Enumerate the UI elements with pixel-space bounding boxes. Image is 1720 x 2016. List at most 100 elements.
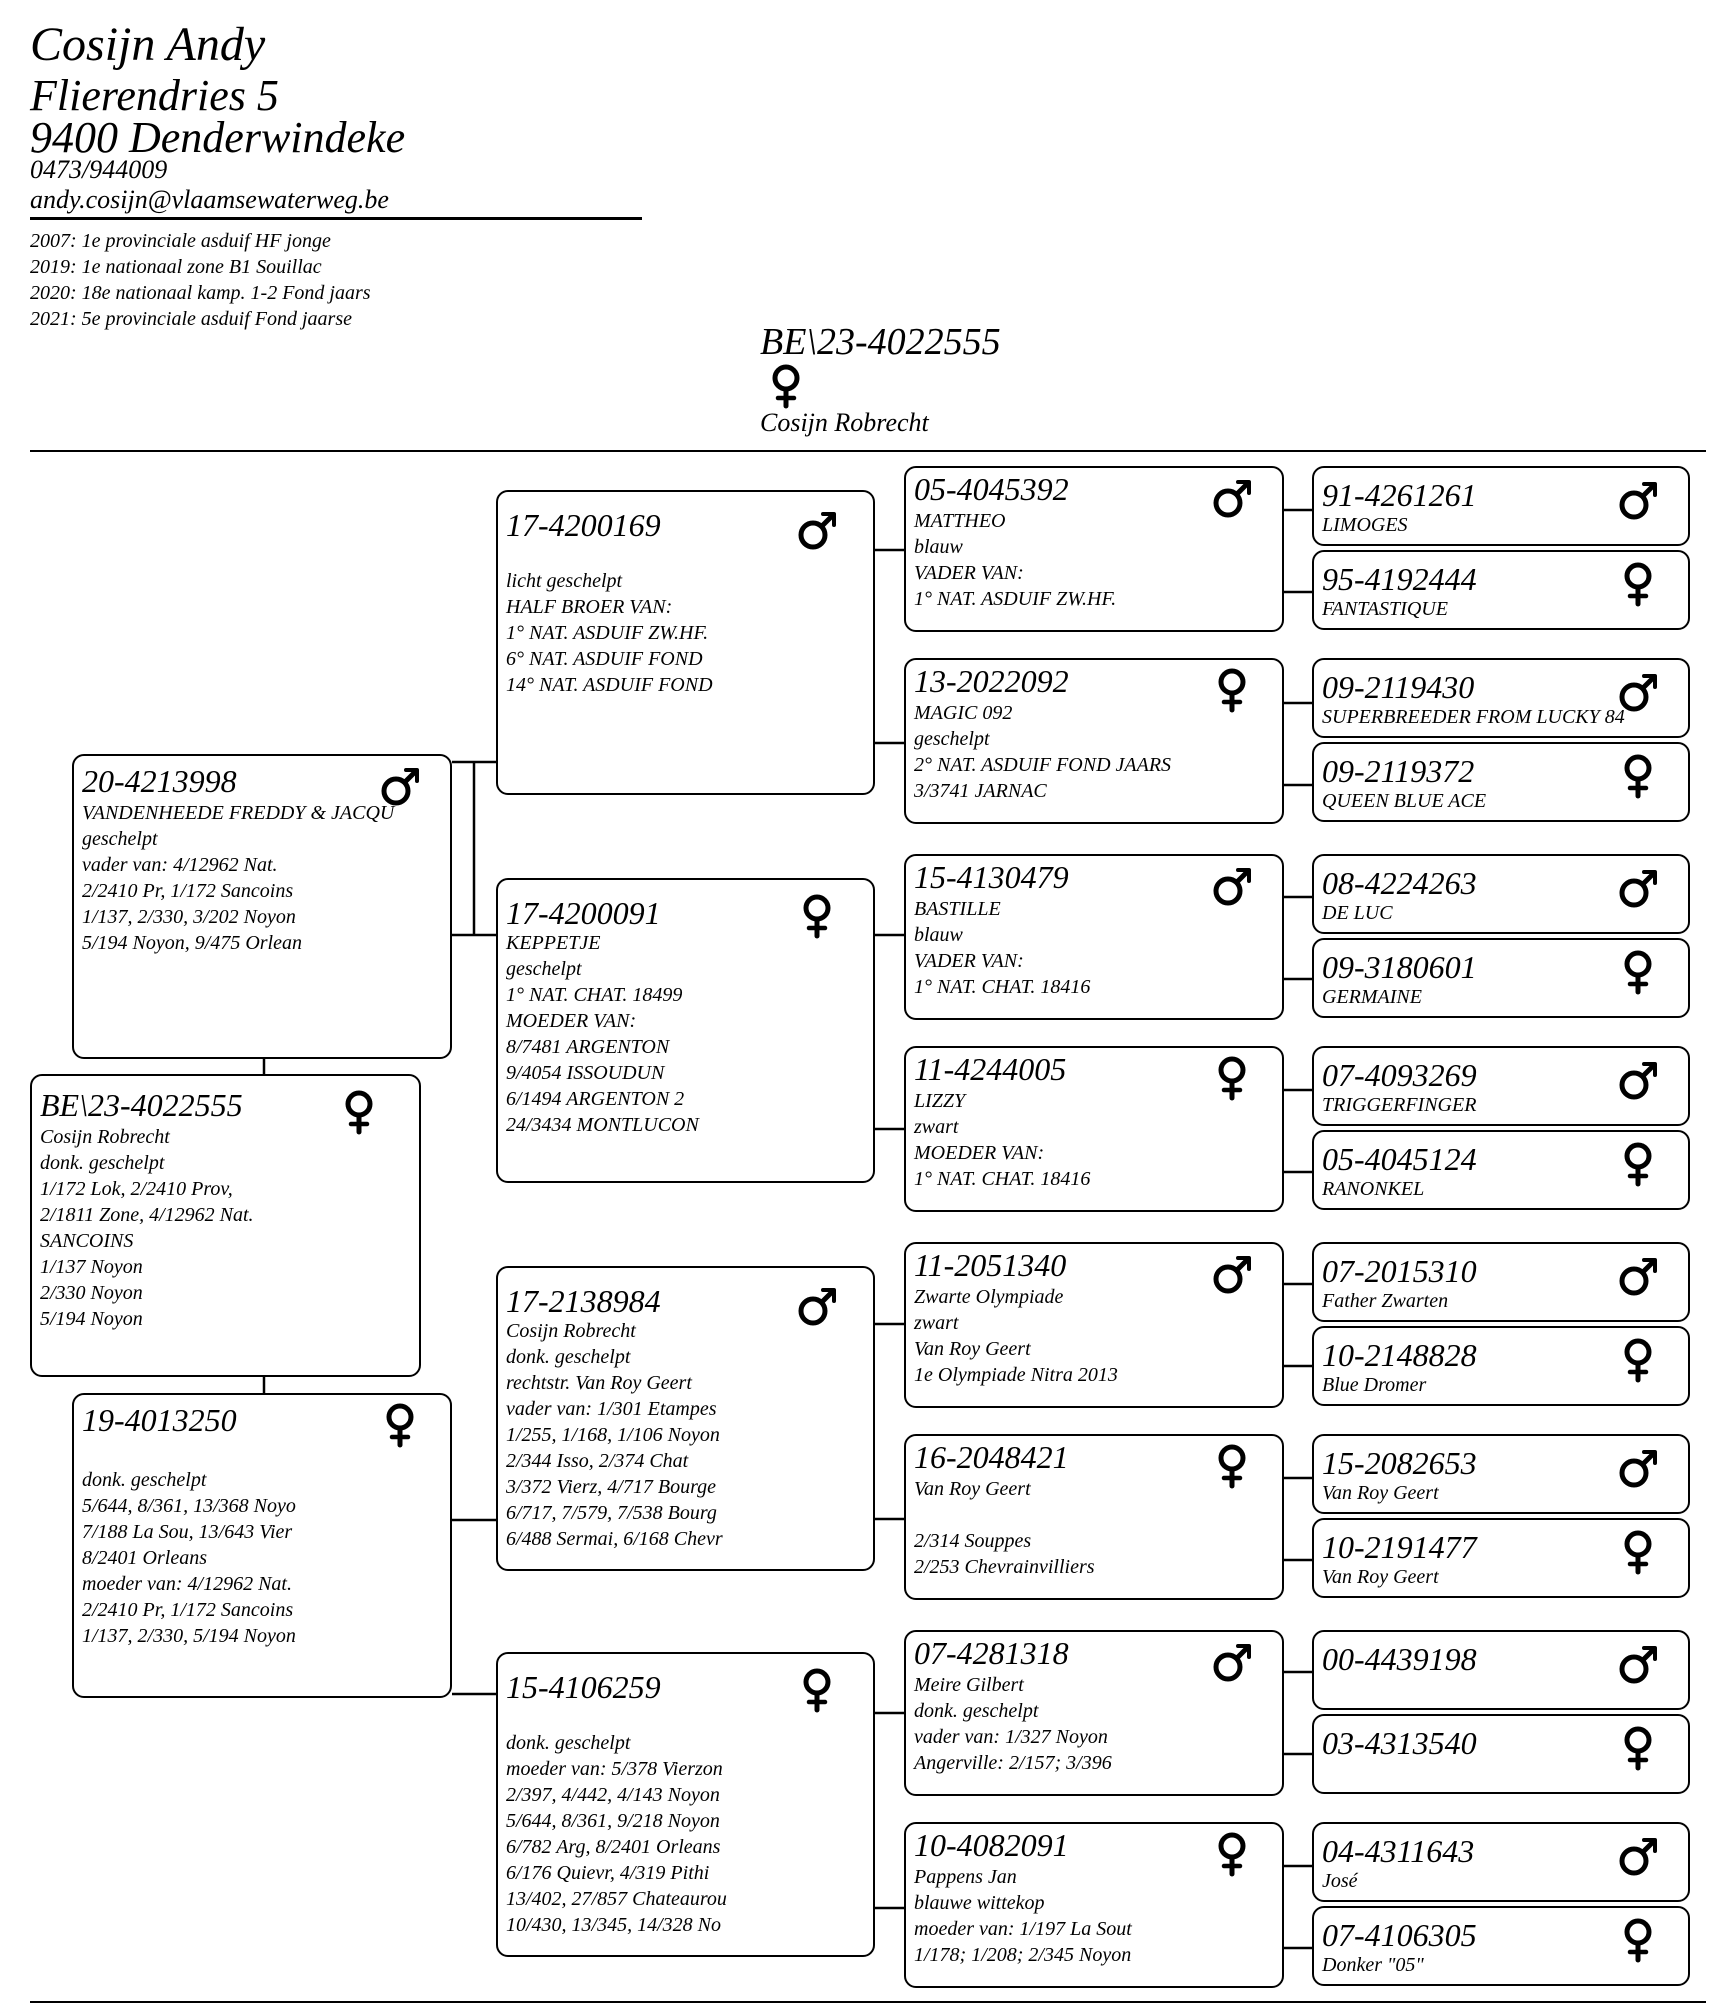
ring-number: 13-2022092 xyxy=(914,663,1069,699)
ring-number: 10-2148828 xyxy=(1322,1337,1477,1373)
card-details: Van Roy Geert 2/314 Souppes 2/253 Chevra… xyxy=(914,1476,1278,1580)
ring-number: 03-4313540 xyxy=(1322,1725,1477,1761)
ring-number: 15-4106259 xyxy=(506,1669,661,1705)
card-line: 6/176 Quievr, 4/319 Pithi xyxy=(506,1862,710,1884)
pedigree-card-great-great-grandparent[interactable]: 05-4045124 RANONKEL xyxy=(1312,1130,1690,1210)
pedigree-card-great-grandparent[interactable]: 11-2051340 Zwarte Olympiade zwart Van Ro… xyxy=(904,1242,1284,1408)
pedigree-card-great-great-grandparent[interactable]: 10-2191477 Van Roy Geert xyxy=(1312,1518,1690,1598)
card-details: KEPPETJE geschelpt 1° NAT. CHAT. 18499 M… xyxy=(506,930,869,1138)
male-symbol-icon xyxy=(1618,866,1658,910)
card-line: 2/253 Chevrainvilliers xyxy=(914,1556,1095,1578)
pedigree-card-great-grandparent[interactable]: 13-2022092 MAGIC 092 geschelpt 2° NAT. A… xyxy=(904,658,1284,824)
card-details: Cosijn Robrecht donk. geschelpt rechtstr… xyxy=(506,1318,869,1552)
male-symbol-icon xyxy=(1212,864,1252,908)
card-details: Meire Gilbert donk. geschelpt vader van:… xyxy=(914,1672,1278,1776)
card-line: 6/1494 ARGENTON 2 xyxy=(506,1088,685,1110)
pedigree-card-great-great-grandparent[interactable]: 03-4313540 xyxy=(1312,1714,1690,1794)
pedigree-card-dam[interactable]: 19-4013250 donk. geschelpt 5/644, 8/361,… xyxy=(72,1393,452,1698)
card-line: blauw xyxy=(914,924,963,946)
ring-number: 08-4224263 xyxy=(1322,865,1477,901)
pedigree-card-great-great-grandparent[interactable]: 95-4192444 FANTASTIQUE xyxy=(1312,550,1690,630)
ring-number: 11-2051340 xyxy=(914,1247,1067,1283)
ring-number: 19-4013250 xyxy=(82,1402,237,1438)
ring-number: 11-4244005 xyxy=(914,1051,1067,1087)
card-line: 5/194 Noyon, 9/475 Orlean xyxy=(82,932,302,954)
pedigree-card-great-great-grandparent[interactable]: 07-2015310 Father Zwarten xyxy=(1312,1242,1690,1322)
card-line: 1° NAT. CHAT. 18499 xyxy=(506,984,683,1006)
pedigree-card-great-great-grandparent[interactable]: 09-2119372 QUEEN BLUE ACE xyxy=(1312,742,1690,822)
pedigree-card-great-great-grandparent[interactable]: 10-2148828 Blue Dromer xyxy=(1312,1326,1690,1406)
card-line: vader van: 4/12962 Nat. xyxy=(82,854,278,876)
female-symbol-icon xyxy=(1618,950,1658,995)
card-line: vader van: 1/327 Noyon xyxy=(914,1726,1108,1748)
pedigree-card-great-great-grandparent[interactable]: 15-2082653 Van Roy Geert xyxy=(1312,1434,1690,1514)
pedigree-card-great-great-grandparent[interactable]: 07-4093269 TRIGGERFINGER xyxy=(1312,1046,1690,1126)
female-symbol-icon xyxy=(339,1090,379,1135)
subject-ring-number: BE\23-4022555 xyxy=(760,321,1001,363)
card-details: Pappens Jan blauwe wittekop moeder van: … xyxy=(914,1864,1278,1968)
card-line: 1/172 Lok, 2/2410 Prov, xyxy=(40,1178,233,1200)
card-details: MATTHEO blauw VADER VAN: 1° NAT. ASDUIF … xyxy=(914,508,1278,612)
card-details: donk. geschelpt 5/644, 8/361, 13/368 Noy… xyxy=(82,1467,446,1649)
pedigree-card-great-grandparent[interactable]: 15-4130479 BASTILLE blauw VADER VAN: 1° … xyxy=(904,854,1284,1020)
card-line: donk. geschelpt xyxy=(506,1732,631,1754)
achievement-item: 2007: 1e provinciale asduif HF jonge xyxy=(30,230,331,252)
ring-number: 09-2119372 xyxy=(1322,753,1475,789)
card-line: moeder van: 1/197 La Sout xyxy=(914,1918,1132,1940)
pedigree-card-grandparent[interactable]: 17-4200169 licht geschelpt HALF BROER VA… xyxy=(496,490,875,795)
pedigree-card-sire[interactable]: 20-4213998 VANDENHEEDE FREDDY & JACQU ge… xyxy=(72,754,452,1059)
ring-number: 07-2015310 xyxy=(1322,1253,1477,1289)
pigeon-name: SUPERBREEDER FROM LUCKY 84 xyxy=(1322,706,1625,728)
card-line: MOEDER VAN: xyxy=(506,1010,637,1032)
ring-number: 09-3180601 xyxy=(1322,949,1477,985)
pigeon-name: Donker "05" xyxy=(1322,1954,1424,1976)
pedigree-card-great-grandparent[interactable]: 11-4244005 LIZZY zwart MOEDER VAN: 1° NA… xyxy=(904,1046,1284,1212)
card-line: 1/137 Noyon xyxy=(40,1256,143,1278)
card-line: 2/330 Noyon xyxy=(40,1282,143,1304)
card-line: 6° NAT. ASDUIF FOND xyxy=(506,648,703,670)
female-symbol-icon xyxy=(1618,1918,1658,1963)
card-line: VANDENHEEDE FREDDY & JACQU xyxy=(82,802,395,824)
pedigree-card-grandparent[interactable]: 15-4106259 donk. geschelpt moeder van: 5… xyxy=(496,1652,875,1957)
pedigree-card-great-grandparent[interactable]: 16-2048421 Van Roy Geert 2/314 Souppes 2… xyxy=(904,1434,1284,1600)
female-symbol-icon xyxy=(380,1403,420,1448)
pedigree-card-great-great-grandparent[interactable]: 91-4261261 LIMOGES xyxy=(1312,466,1690,546)
card-line: 7/188 La Sou, 13/643 Vier xyxy=(82,1521,293,1543)
card-details: MAGIC 092 geschelpt 2° NAT. ASDUIF FOND … xyxy=(914,700,1278,804)
male-symbol-icon xyxy=(1618,1446,1658,1490)
pedigree-card-subject[interactable]: BE\23-4022555 Cosijn Robrecht donk. gesc… xyxy=(30,1074,421,1377)
pedigree-card-grandparent[interactable]: 17-4200091 KEPPETJE geschelpt 1° NAT. CH… xyxy=(496,878,875,1183)
pedigree-card-great-great-grandparent[interactable]: 08-4224263 DE LUC xyxy=(1312,854,1690,934)
card-line: vader van: 1/301 Etampes xyxy=(506,1398,717,1420)
pedigree-card-great-great-grandparent[interactable]: 09-2119430 SUPERBREEDER FROM LUCKY 84 xyxy=(1312,658,1690,738)
card-line: BASTILLE xyxy=(914,898,1001,920)
female-symbol-icon xyxy=(1618,1726,1658,1771)
card-line: LIZZY xyxy=(914,1090,966,1112)
achievements-list: 2007: 1e provinciale asduif HF jonge 201… xyxy=(30,228,371,332)
pedigree-card-great-grandparent[interactable]: 05-4045392 MATTHEO blauw VADER VAN: 1° N… xyxy=(904,466,1284,632)
female-symbol-icon xyxy=(1212,668,1252,713)
ring-number: 20-4213998 xyxy=(82,763,237,799)
card-line: 14° NAT. ASDUIF FOND xyxy=(506,674,713,696)
pedigree-card-grandparent[interactable]: 17-2138984 Cosijn Robrecht donk. geschel… xyxy=(496,1266,875,1571)
pigeon-name: Van Roy Geert xyxy=(1322,1482,1439,1504)
pedigree-card-great-great-grandparent[interactable]: 04-4311643 José xyxy=(1312,1822,1690,1902)
card-line: 1° NAT. CHAT. 18416 xyxy=(914,1168,1091,1190)
pedigree-card-great-great-grandparent[interactable]: 00-4439198 xyxy=(1312,1630,1690,1710)
pedigree-card-great-great-grandparent[interactable]: 07-4106305 Donker "05" xyxy=(1312,1906,1690,1986)
card-line: 2/314 Souppes xyxy=(914,1530,1032,1552)
card-line: licht geschelpt xyxy=(506,570,623,592)
pedigree-card-great-great-grandparent[interactable]: 09-3180601 GERMAINE xyxy=(1312,938,1690,1018)
card-line: 1° NAT. CHAT. 18416 xyxy=(914,976,1091,998)
card-line: Angerville: 2/157; 3/396 xyxy=(914,1752,1112,1774)
card-line: 8/2401 Orleans xyxy=(82,1547,207,1569)
card-line: 6/488 Sermai, 6/168 Chevr xyxy=(506,1528,723,1550)
card-line: 2/2410 Pr, 1/172 Sancoins xyxy=(82,880,294,902)
pedigree-card-great-grandparent[interactable]: 10-4082091 Pappens Jan blauwe wittekop m… xyxy=(904,1822,1284,1988)
card-line: moeder van: 5/378 Vierzon xyxy=(506,1758,723,1780)
pedigree-card-great-grandparent[interactable]: 07-4281318 Meire Gilbert donk. geschelpt… xyxy=(904,1630,1284,1796)
card-line: 2/397, 4/442, 4/143 Noyon xyxy=(506,1784,720,1806)
card-line: Zwarte Olympiade xyxy=(914,1286,1064,1308)
card-line: 1° NAT. ASDUIF ZW.HF. xyxy=(506,622,709,644)
ring-number: 17-4200169 xyxy=(506,507,661,543)
